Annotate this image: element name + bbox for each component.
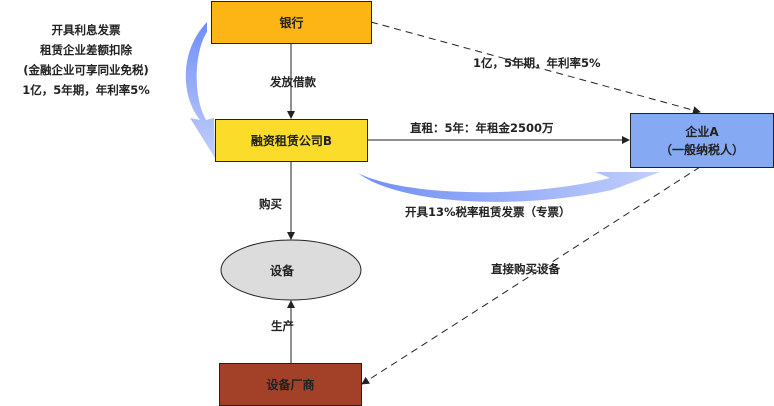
interest-invoice-curved-arrow bbox=[185, 22, 215, 158]
equipment-node bbox=[220, 239, 362, 301]
lessor-node: 融资租赁公司B bbox=[215, 119, 368, 162]
enterprise-sublabel: （一般纳税人） bbox=[659, 142, 744, 157]
direct-buy-dashed-arrow bbox=[361, 166, 701, 385]
lease-invoice-curved-arrow bbox=[358, 172, 660, 202]
note-line: 1亿，5年期，年利率5% bbox=[22, 83, 150, 97]
bank-label: 银行 bbox=[279, 15, 304, 30]
note-line: 开具利息发票 bbox=[51, 23, 121, 37]
interest-invoice-note: 开具利息发票 租赁企业差额扣除 (金融企业可享同业免税) 1亿，5年期，年利率5… bbox=[0, 20, 172, 100]
produce-label: 生产 bbox=[271, 319, 294, 333]
bank-to-a-dashed-arrow bbox=[370, 21, 701, 115]
lease-label: 直租：5年：年租金2500万 bbox=[410, 121, 554, 135]
manufacturer-node: 设备厂商 bbox=[219, 363, 362, 406]
bank-to-a-label: 1亿，5年期，年利率5% bbox=[473, 56, 601, 70]
direct-buy-label: 直接购买设备 bbox=[491, 262, 560, 276]
equipment-label: 设备 bbox=[270, 264, 295, 278]
note-line: 租赁企业差额扣除 bbox=[40, 43, 132, 57]
enterprise-label: 企业A bbox=[685, 124, 719, 139]
lessor-label: 融资租赁公司B bbox=[250, 133, 333, 148]
bank-node: 银行 bbox=[211, 1, 372, 44]
buy-label: 购买 bbox=[259, 197, 282, 211]
invoice13-label: 开具13%税率租赁发票（专票） bbox=[405, 205, 571, 219]
note-line: (金融企业可享同业免税) bbox=[23, 63, 149, 77]
enterprise-node: 企业A （一般纳税人） bbox=[630, 113, 774, 168]
manufacturer-label: 设备厂商 bbox=[266, 377, 315, 392]
loan-label: 发放借款 bbox=[270, 75, 316, 89]
